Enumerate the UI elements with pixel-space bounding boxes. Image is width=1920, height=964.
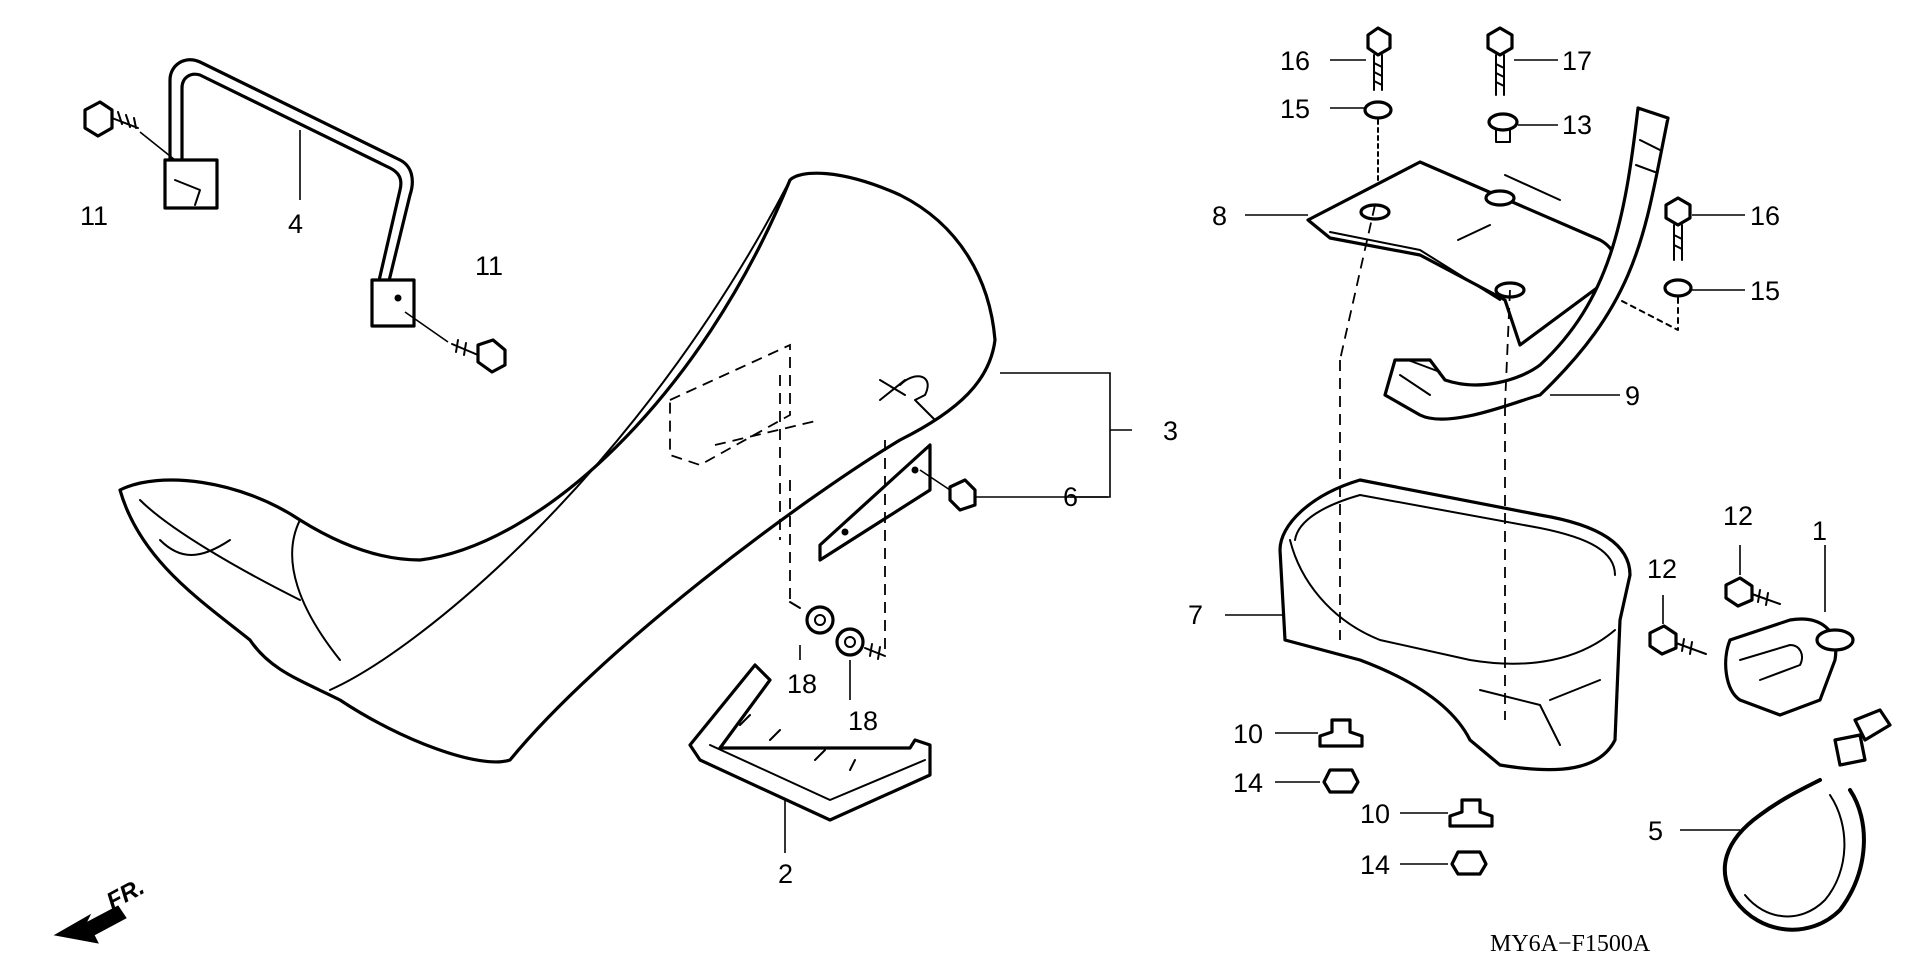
callout-14-left: 14 xyxy=(1233,768,1263,798)
collar-13 xyxy=(1487,112,1558,143)
carrier-plate xyxy=(1245,160,1617,347)
callout-11-right: 11 xyxy=(475,251,503,281)
front-label: FR. xyxy=(102,873,149,915)
callout-labels: 1 2 3 4 5 6 7 8 9 10 10 11 11 12 12 13 1… xyxy=(80,46,1827,889)
callout-10-left: 10 xyxy=(1233,719,1263,749)
callout-5: 5 xyxy=(1648,816,1663,846)
diagram-code: MY6A−F1500A xyxy=(1490,931,1651,957)
cap-14-right xyxy=(1400,850,1488,876)
callout-1: 1 xyxy=(1812,516,1827,546)
lock-wire xyxy=(1680,778,1866,932)
washer-15-top xyxy=(1330,100,1393,206)
callout-16-top: 16 xyxy=(1280,46,1310,76)
callout-15-right: 15 xyxy=(1750,276,1780,306)
callout-3: 3 xyxy=(1163,416,1178,446)
callout-12-upper: 12 xyxy=(1723,501,1753,531)
bolt-18-a xyxy=(789,601,835,635)
callout-15-top: 15 xyxy=(1280,94,1310,124)
callout-6: 6 xyxy=(1063,482,1078,512)
helmet-lock xyxy=(1724,545,1892,767)
front-direction-indicator: FR. xyxy=(53,873,149,944)
grommet-10-left xyxy=(1275,718,1364,748)
rear-bracket xyxy=(688,663,932,822)
bolt-11-left xyxy=(83,100,176,161)
cap-14-left xyxy=(1275,768,1360,794)
bolt-17 xyxy=(1486,26,1558,96)
callout-7: 7 xyxy=(1188,600,1203,630)
bolt-16-top xyxy=(1330,26,1392,91)
callout-4: 4 xyxy=(288,209,303,239)
seat xyxy=(118,171,997,764)
front-arrow-icon xyxy=(53,905,127,944)
carrier-strap xyxy=(1339,106,1670,421)
bolt-11-right xyxy=(404,311,507,374)
callout-9: 9 xyxy=(1625,381,1640,411)
washer-15-right xyxy=(1619,278,1745,331)
callout-16-right: 16 xyxy=(1750,201,1780,231)
callout-13: 13 xyxy=(1562,110,1592,140)
callout-11-left: 11 xyxy=(80,201,108,231)
bolt-16-right xyxy=(1664,196,1745,261)
grab-rail xyxy=(163,58,416,328)
collar-6 xyxy=(919,469,977,512)
callout-14-right: 14 xyxy=(1360,850,1390,880)
bolt-18-b xyxy=(835,627,886,660)
callout-2: 2 xyxy=(778,859,793,889)
callout-12-lower: 12 xyxy=(1647,554,1677,584)
callout-17: 17 xyxy=(1562,46,1592,76)
callout-18-a: 18 xyxy=(787,669,817,699)
screw-12-upper xyxy=(1724,545,1781,608)
seat-bag xyxy=(1225,360,1632,772)
callout-8: 8 xyxy=(1212,201,1227,231)
grommet-10-right xyxy=(1400,798,1494,828)
screw-12-lower xyxy=(1648,595,1707,656)
callout-10-right: 10 xyxy=(1360,799,1390,829)
callout-18-b: 18 xyxy=(848,706,878,736)
